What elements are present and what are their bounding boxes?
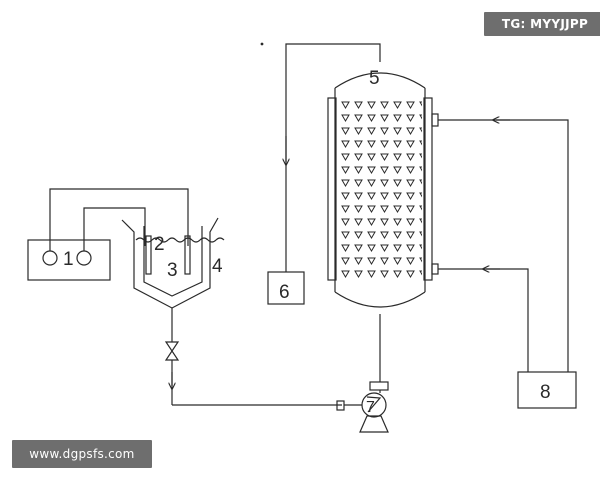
website-watermark: www.dgpsfs.com: [12, 440, 152, 468]
electrodes: [145, 235, 191, 275]
thermostat-box: [517, 371, 577, 409]
pump: [336, 381, 389, 433]
label-thermostat: 8: [540, 382, 551, 403]
overhead-line: [286, 43, 381, 272]
label-cell: 4: [212, 256, 223, 277]
telegram-watermark: TG: MYYJJPP: [484, 12, 600, 36]
thermostat-loop: [438, 120, 569, 372]
drain-line: [172, 308, 342, 406]
stray-dot: [260, 42, 264, 46]
drain-valve: [164, 341, 180, 361]
packed-column: [327, 72, 439, 308]
label-collector: 6: [279, 282, 290, 303]
label-electrode: 2: [154, 234, 165, 255]
label-pump: 7: [366, 399, 375, 416]
collector-box: [267, 271, 305, 305]
label-power-supply: 1: [63, 249, 74, 270]
power-wires: [49, 188, 189, 251]
label-solution: 3: [167, 260, 178, 281]
label-column-top: 5: [369, 68, 380, 89]
